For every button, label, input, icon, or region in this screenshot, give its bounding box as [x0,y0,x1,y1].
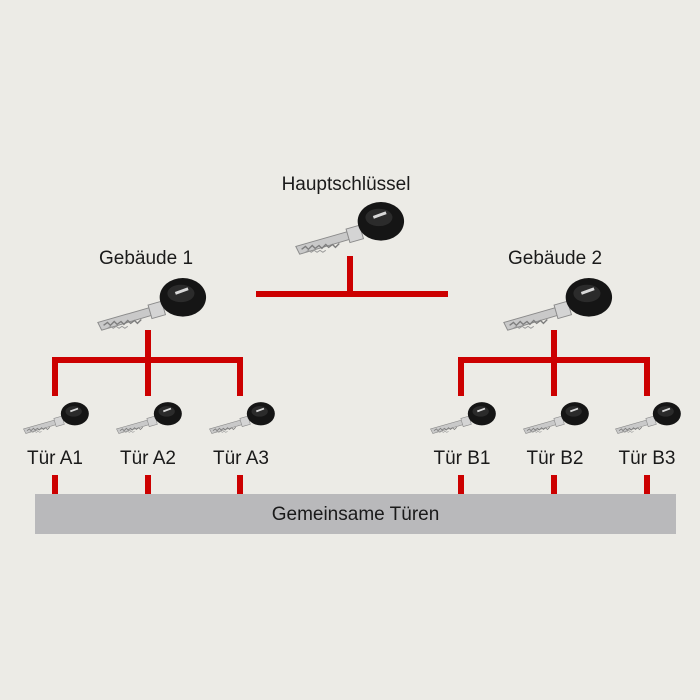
common-doors-bar: Gemeinsame Türen [35,494,676,534]
root-label: Hauptschlüssel [281,174,411,195]
key-icon [498,272,614,340]
common-doors-label: Gemeinsame Türen [271,504,440,525]
key-icon [206,398,276,440]
door-label: Tür A1 [27,448,83,469]
door-label: Tür A3 [213,448,269,469]
connector-group-1 [52,330,243,396]
key-icon [520,398,590,440]
door-label: Tür B1 [433,448,491,469]
door-label: Tür B2 [526,448,584,469]
key-icon [290,196,406,264]
connector-root [256,256,448,297]
connector-group-2 [458,330,650,396]
connector-doors-to-common [52,475,650,494]
key-icon [427,398,497,440]
key-icon [612,398,682,440]
group-1-label: Gebäude 1 [98,248,194,269]
door-label: Tür B3 [618,448,676,469]
key-icon [92,272,208,340]
door-label: Tür A2 [120,448,176,469]
key-icon [20,398,90,440]
group-2-label: Gebäude 2 [507,248,603,269]
key-icon [113,398,183,440]
